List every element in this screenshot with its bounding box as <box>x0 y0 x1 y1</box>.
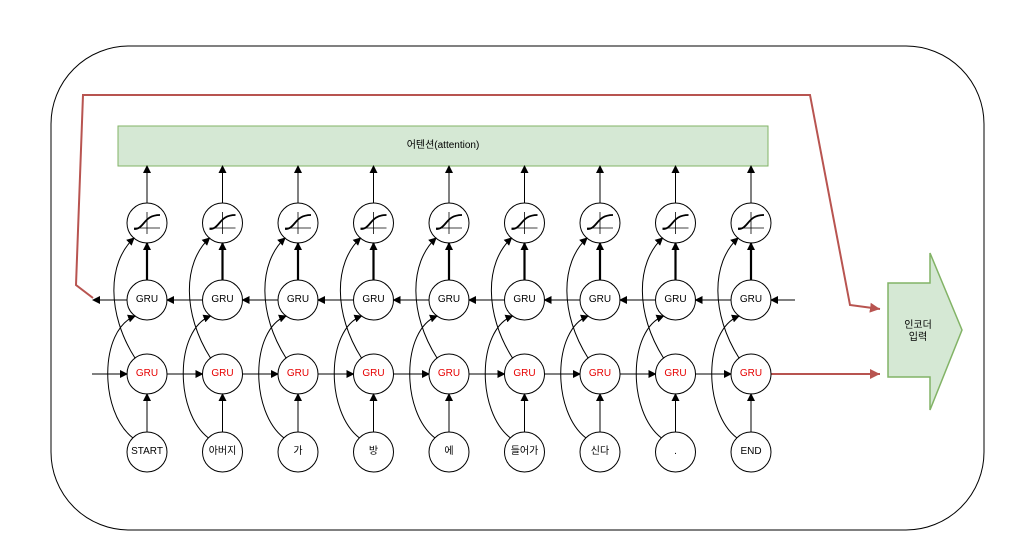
arrow-token-to-backward <box>484 314 514 439</box>
backward-gru-node <box>126 279 168 321</box>
backward-gru-node <box>277 279 319 321</box>
forward-gru-node <box>655 353 696 395</box>
forward-gru-node <box>126 353 168 395</box>
sigmoid-curve <box>284 214 312 230</box>
sigmoid-curve <box>662 214 689 230</box>
arrow-token-to-backward <box>635 314 665 439</box>
arrow-token-to-backward <box>258 314 287 439</box>
arrow-token-to-backward <box>107 314 136 439</box>
sigmoid-curve <box>435 214 463 230</box>
backward-gru-node <box>730 279 772 321</box>
arrow-forward-to-sigmoid <box>490 237 513 359</box>
backward-gru-node <box>579 279 621 321</box>
backward-gru-node <box>353 279 394 321</box>
forward-gru-node <box>202 353 243 395</box>
encoder-input-arrow <box>887 252 963 411</box>
arrow-forward-to-sigmoid <box>113 237 136 359</box>
arrow-forward-to-sigmoid <box>188 237 211 359</box>
backward-gru-node <box>504 279 545 321</box>
sigmoid-curve <box>586 214 614 230</box>
sigmoid-curve <box>133 214 161 230</box>
arrow-forward-to-sigmoid <box>415 237 438 359</box>
arrow-forward-to-sigmoid <box>566 237 589 359</box>
sigmoid-curve <box>511 214 538 230</box>
backward-gru-node <box>428 279 470 321</box>
forward-gru-node <box>353 353 394 395</box>
arrow-forward-to-sigmoid <box>339 237 362 359</box>
arrow-forward-to-sigmoid <box>641 237 664 359</box>
forward-gru-node <box>504 353 545 395</box>
sigmoid-curve <box>209 214 236 230</box>
arrow-forward-to-sigmoid <box>264 237 287 359</box>
forward-gru-node <box>730 353 772 395</box>
arrow-token-to-backward <box>560 314 589 439</box>
arrow-token-to-backward <box>333 314 363 439</box>
attention-box <box>117 125 769 167</box>
forward-gru-node <box>579 353 621 395</box>
arrow-token-to-backward <box>182 314 212 439</box>
forward-gru-node <box>428 353 470 395</box>
feedback-line <box>74 94 881 313</box>
backward-gru-node <box>202 279 243 321</box>
columns-layer <box>92 165 795 473</box>
sigmoid-curve <box>360 214 387 230</box>
backward-gru-node <box>655 279 696 321</box>
arrow-token-to-backward <box>711 314 740 439</box>
sigmoid-curve <box>737 214 765 230</box>
outer-frame <box>50 45 985 531</box>
arrow-token-to-backward <box>409 314 438 439</box>
arrow-forward-to-sigmoid <box>717 237 740 359</box>
forward-gru-node <box>277 353 319 395</box>
